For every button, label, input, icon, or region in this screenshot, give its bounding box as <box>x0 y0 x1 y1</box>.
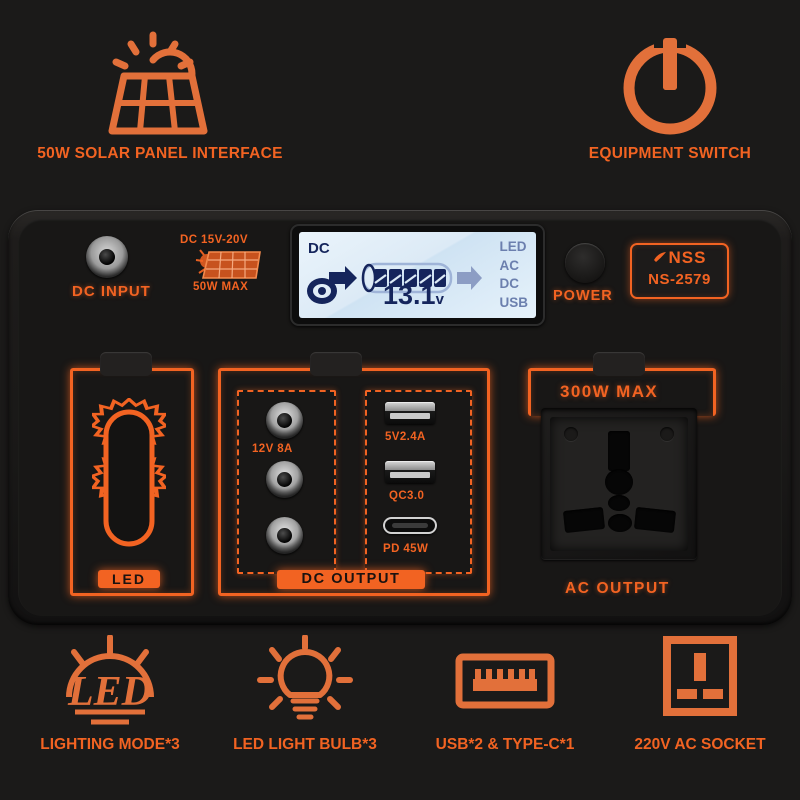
feature-lighting-mode-label: LIGHTING MODE*3 <box>40 736 180 753</box>
lcd-voltage-value: 13.1 <box>383 280 436 310</box>
dc-input-voltage-range: DC 15V-20V <box>180 234 248 246</box>
usb-c-port-rating: PD 45W <box>383 543 429 555</box>
light-bulb-icon <box>257 634 353 720</box>
ac-output-mount-tab <box>593 352 645 376</box>
usb-a-port-1[interactable] <box>385 402 435 424</box>
feature-led-bulb: LED LIGHT BULB*3 <box>205 634 405 754</box>
led-sun-icon: LED <box>66 634 154 725</box>
feature-ac-socket: 220V AC SOCKET <box>600 635 800 754</box>
ac-socket-face <box>550 417 688 551</box>
feature-usb-ports-label: USB*2 & TYPE-C*1 <box>435 736 575 753</box>
socket-slot-center-2 <box>608 514 632 532</box>
ac-output-max-power: 300W MAX <box>560 382 659 401</box>
nss-logo-icon <box>653 252 666 262</box>
lcd-voltage-unit: v <box>435 291 444 308</box>
usb-a-port-2-rating: QC3.0 <box>389 490 425 502</box>
usb-a-port-2[interactable] <box>385 461 435 483</box>
led-panel-caption: LED <box>98 570 160 588</box>
socket-slot-left <box>562 506 606 534</box>
power-button-label: POWER <box>553 288 613 304</box>
lcd-indicator-dc: DC <box>499 276 519 291</box>
feature-lighting-mode: LED LIGHTING MODE*3 <box>10 634 210 754</box>
led-lamp-burst-icon <box>92 398 166 547</box>
feature-usb-ports: USB*2 & TYPE-C*1 <box>405 635 605 754</box>
brand-name: NSS <box>632 248 727 268</box>
usb-a-port-1-rating: 5V2.4A <box>385 431 426 443</box>
dc-output-jack-2[interactable] <box>266 461 303 498</box>
target-dot-icon <box>307 278 337 304</box>
dc-input-label: DC INPUT <box>72 283 151 300</box>
solar-panel-icon <box>108 31 208 135</box>
ac-universal-socket[interactable] <box>541 408 697 560</box>
svg-text:LED: LED <box>67 669 152 715</box>
ac-socket-icon <box>663 636 737 716</box>
lcd-indicator-led: LED <box>499 239 527 254</box>
usb-c-port[interactable] <box>383 517 437 534</box>
dc-input-max-power: 50W MAX <box>193 281 249 293</box>
socket-slot-mid <box>605 469 633 495</box>
feature-led-bulb-label: LED LIGHT BULB*3 <box>233 736 377 753</box>
lcd-source-label: DC <box>308 240 330 257</box>
lcd-indicator-usb: USB <box>499 294 528 310</box>
lcd-screen: DC <box>290 224 545 326</box>
socket-slot-right <box>633 506 677 534</box>
ac-output-caption: AC OUTPUT <box>565 580 670 597</box>
dc-output-rating: 12V 8A <box>252 443 293 455</box>
usb-port-icon <box>455 653 554 709</box>
battery-level-icon <box>329 262 482 294</box>
dc-input-jack[interactable] <box>86 236 128 278</box>
callout-solar-panel-label: 50W SOLAR PANEL INTERFACE <box>37 145 283 162</box>
lcd-voltage-reading: 13.1v <box>383 280 444 311</box>
lcd-indicator-list: LED AC DC USB <box>499 238 528 312</box>
model-number: NS-2579 <box>648 271 711 288</box>
callout-equipment-switch-label: EQUIPMENT SWITCH <box>588 145 752 162</box>
feature-ac-socket-label: 220V AC SOCKET <box>634 736 766 753</box>
socket-screw-left <box>564 427 578 441</box>
brand-text: NSS <box>668 248 707 267</box>
power-button[interactable] <box>565 243 605 283</box>
socket-screw-right <box>660 427 674 441</box>
lcd-face: DC <box>299 232 536 318</box>
socket-slot-center-1 <box>608 495 630 511</box>
led-panel-mount-tab <box>100 352 152 376</box>
lcd-indicator-ac: AC <box>499 257 519 273</box>
callout-equipment-switch: EQUIPMENT SWITCH <box>540 30 800 163</box>
solar-panel-small-icon <box>195 249 261 279</box>
dc-output-mount-tab <box>310 352 362 376</box>
dc-output-jack-3[interactable] <box>266 517 303 554</box>
socket-slot-top <box>608 431 630 471</box>
dc-output-jack-1[interactable] <box>266 402 303 439</box>
dc-output-caption: DC OUTPUT <box>277 570 425 589</box>
power-symbol-icon <box>623 35 717 135</box>
brand-badge: NSS NS-2579 <box>630 243 729 299</box>
callout-solar-panel: 50W SOLAR PANEL INTERFACE <box>30 30 290 163</box>
